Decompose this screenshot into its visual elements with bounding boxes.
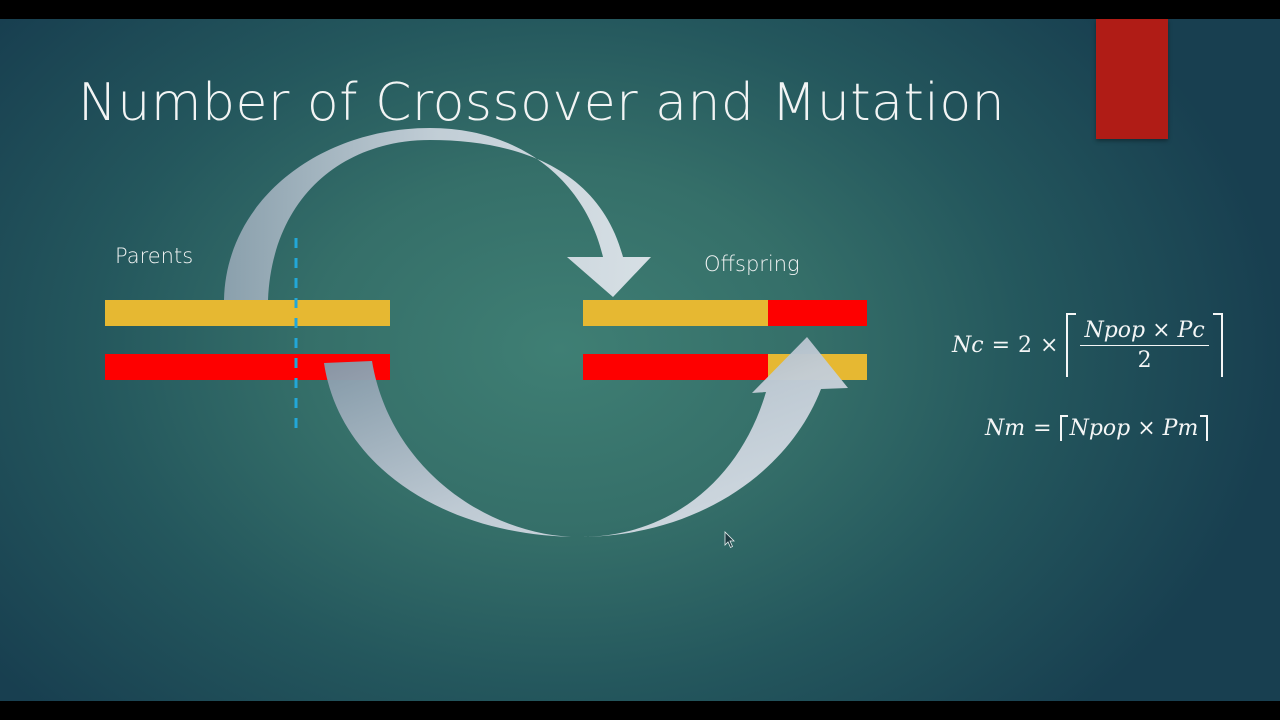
video-letterbox-top — [0, 0, 1280, 19]
ceiling-bracket-left-icon — [1059, 415, 1068, 441]
offspring-1-segment-yellow — [583, 300, 768, 326]
formula-nm-equals: = — [1033, 415, 1052, 441]
crossover-arrow-bottom-icon — [324, 337, 848, 537]
ceiling-bracket-right-icon — [1200, 415, 1209, 441]
formula-nc-fraction: Npop × Pc 2 — [1080, 318, 1209, 373]
ceiling-bracket-right-icon — [1212, 313, 1223, 377]
formula-nc-times: × — [1040, 332, 1059, 358]
offspring-label: Offspring — [704, 252, 800, 276]
formula-number-of-crossover: Nc = 2 × Npop × Pc 2 — [952, 302, 1223, 388]
offspring-2-segment-red — [583, 354, 768, 380]
mouse-cursor-icon — [724, 531, 735, 549]
parents-label: Parents — [115, 244, 194, 268]
crossover-arrow-top-icon — [224, 128, 651, 300]
crossover-overlay — [294, 238, 848, 537]
formula-nc-lhs: Nc — [952, 332, 984, 358]
formula-nc-coefficient: 2 — [1018, 332, 1033, 358]
offspring-1-segment-red — [768, 300, 867, 326]
formula-nm-inner: Npop × Pm — [1069, 415, 1199, 441]
formula-nc-denominator: 2 — [1137, 347, 1152, 373]
ceiling-bracket-left-icon — [1066, 313, 1077, 377]
presentation-slide: Number of Crossover and Mutation — [0, 19, 1280, 701]
formula-number-of-mutation: Nm = Npop × Pm — [985, 415, 1209, 441]
offspring-chromosome-1 — [583, 300, 867, 326]
parent-chromosome-1 — [105, 300, 390, 326]
formula-nm-lhs: Nm — [985, 415, 1026, 441]
formula-nc-numerator: Npop × Pc — [1080, 318, 1209, 346]
formula-nc-equals: = — [991, 332, 1011, 358]
video-letterbox-bottom — [0, 701, 1280, 720]
accent-block — [1096, 19, 1168, 139]
slide-title: Number of Crossover and Mutation — [78, 73, 1006, 133]
